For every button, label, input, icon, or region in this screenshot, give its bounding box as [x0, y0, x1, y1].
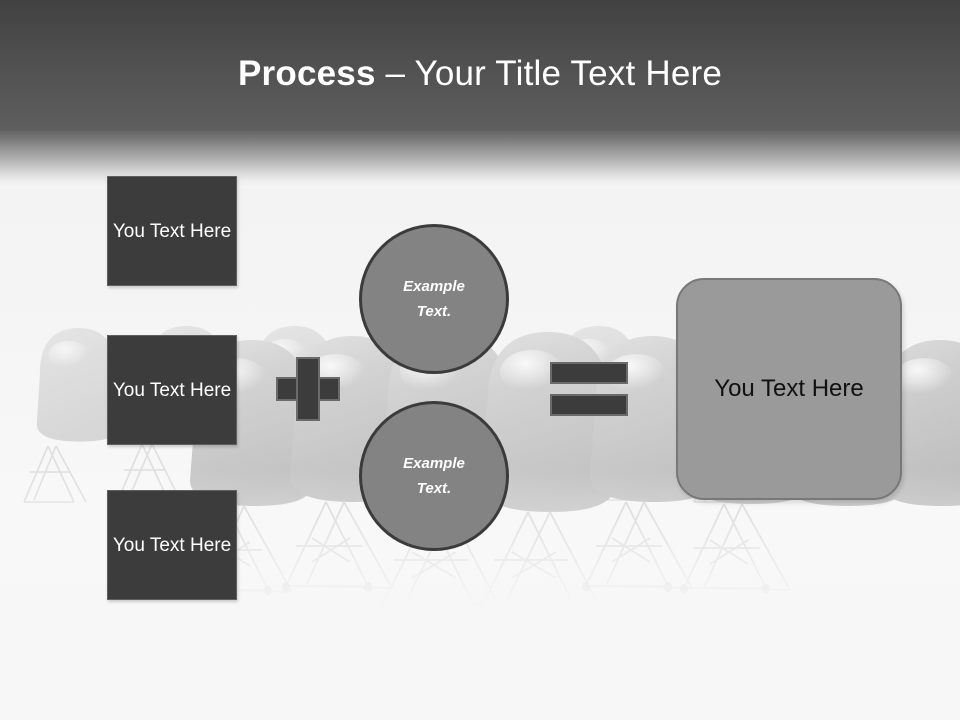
input-box-3[interactable]: You Text Here	[107, 490, 237, 600]
circle-1-line-2: Text.	[416, 303, 452, 320]
page-title: Process – Your Title Text Here	[0, 52, 960, 96]
example-circle-1[interactable]: Example Text.	[359, 224, 509, 374]
example-circle-2[interactable]: Example Text.	[359, 401, 509, 551]
circle-2-line-2: Text.	[416, 480, 452, 497]
title-rest: Your Title Text Here	[414, 54, 722, 93]
result-box[interactable]: You Text Here	[676, 278, 902, 500]
input-box-1[interactable]: You Text Here	[107, 176, 237, 286]
circle-1-line-1: Example	[403, 278, 465, 295]
equals-top-bar	[550, 362, 628, 384]
plus-operator-icon	[276, 357, 340, 421]
header-band	[0, 0, 960, 130]
equals-bottom-bar	[550, 394, 628, 416]
circle-2-line-1: Example	[403, 455, 465, 472]
equals-operator-icon	[550, 362, 628, 416]
title-bold-part: Process	[238, 54, 376, 93]
plus-center-fill	[298, 379, 318, 399]
input-box-2[interactable]: You Text Here	[107, 335, 237, 445]
title-dash: –	[375, 54, 415, 93]
